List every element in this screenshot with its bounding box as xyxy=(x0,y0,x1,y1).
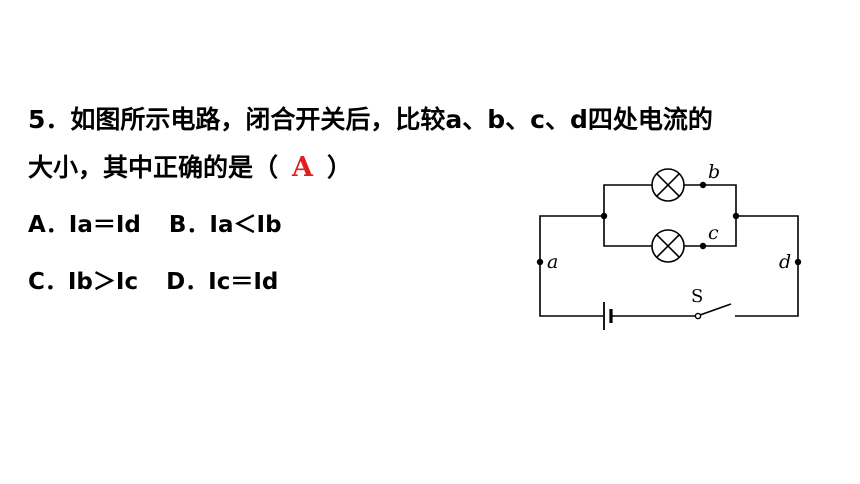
label-switch: S xyxy=(691,286,703,307)
battery-cell-icon xyxy=(603,302,613,330)
point-c-dot xyxy=(699,242,707,250)
options-row-1: A．Ia＝Id B．Ia＜Ib xyxy=(28,205,282,239)
label-d: d xyxy=(779,251,791,273)
question-line-2-close: ） xyxy=(326,153,352,182)
point-d-dot xyxy=(794,258,802,266)
options-row-2: C．Ib＞Ic D．Ic＝Id xyxy=(28,262,278,296)
option-a: A．Ia＝Id xyxy=(28,212,141,238)
label-b: b xyxy=(708,161,720,183)
junction-dot-right xyxy=(732,212,740,220)
wire-left xyxy=(539,215,604,317)
lamp-cross-icon xyxy=(651,229,685,263)
wire-right xyxy=(735,215,799,317)
option-b: B．Ia＜Ib xyxy=(168,212,282,238)
junction-dot-left xyxy=(600,212,608,220)
question-line-1: 5．如图所示电路，闭合开关后，比较a、b、c、d四处电流的 xyxy=(28,105,713,134)
option-c: C．Ib＞Ic xyxy=(28,269,139,295)
label-c: c xyxy=(708,222,719,244)
question-line-2: 大小，其中正确的是（ A ） xyxy=(28,148,352,184)
question-line-2-text: 大小，其中正确的是（ xyxy=(28,153,279,182)
point-b-dot xyxy=(699,181,707,189)
label-a: a xyxy=(547,251,558,273)
lamp-cross-icon xyxy=(651,168,685,202)
option-d: D．Ic＝Id xyxy=(166,269,279,295)
switch-icon xyxy=(694,303,734,320)
point-a-dot xyxy=(536,258,544,266)
answer-mark: A xyxy=(292,152,313,183)
